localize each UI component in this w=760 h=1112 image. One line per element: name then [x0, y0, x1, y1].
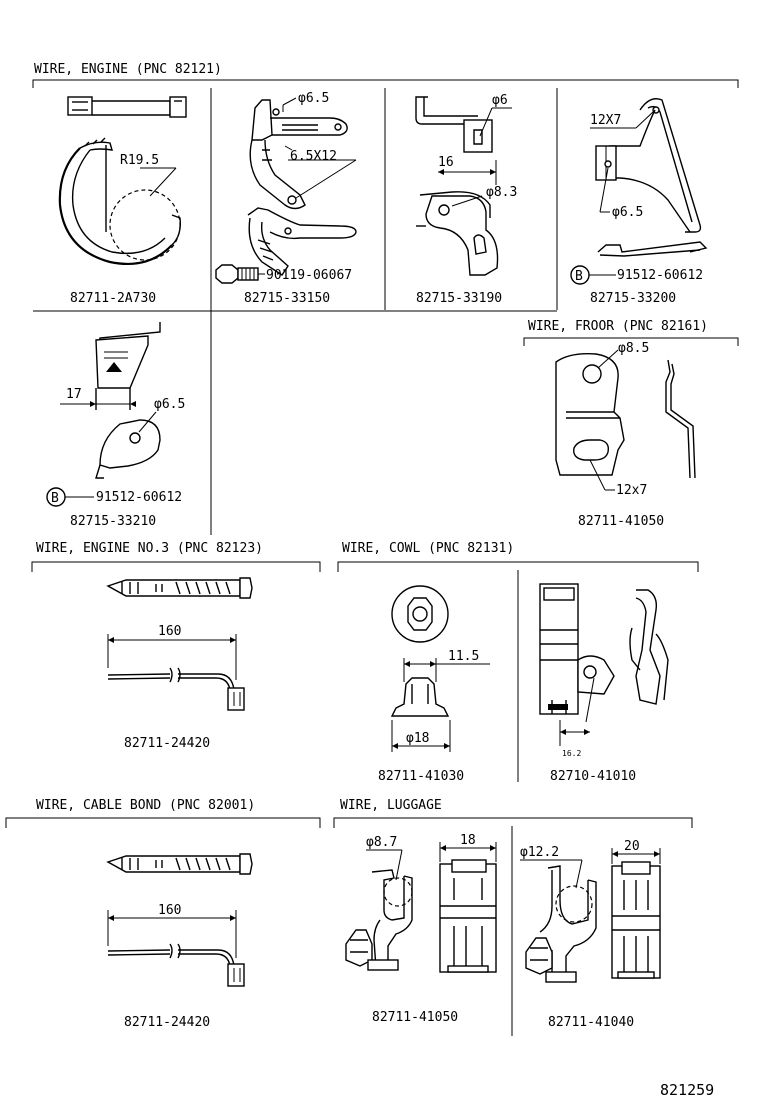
section-title-wire-cable-bond: WIRE, CABLE BOND (PNC 82001) — [36, 798, 255, 813]
part-82711-41030-drawing: 11.5 φ18 82711-41030 — [378, 585, 490, 784]
dim-r19-5: R19.5 — [120, 153, 159, 168]
part-82715-33200-drawing: 12X7 φ6.5 B 91512-60612 82715-33200 — [570, 98, 708, 306]
dim-18-b: 18 — [460, 833, 476, 848]
dim-11-5: 11.5 — [448, 649, 479, 664]
dim-phi-8-3: φ8.3 — [486, 185, 517, 200]
clip-letter-b-1: B — [575, 269, 583, 284]
dim-phi-6-5-b: φ6.5 — [612, 205, 643, 220]
part-number-82715-33150: 82715-33150 — [244, 291, 330, 306]
part-82715-33150-drawing: φ6.5 6.5X12 90119-06067 82715-33150 — [215, 91, 357, 306]
part-number-82711-24420-b: 82711-24420 — [124, 1015, 210, 1030]
part-82710-41010-drawing: 16.2 82710-41010 — [539, 583, 669, 784]
dim-phi-12-2: φ12.2 — [520, 845, 559, 860]
dim-phi-6-5-c: φ6.5 — [154, 397, 185, 412]
dim-20: 20 — [624, 839, 640, 854]
dim-12x7-a: 12X7 — [590, 113, 621, 128]
dim-phi-8-5: φ8.5 — [618, 341, 649, 356]
part-82711-41050-luggage-drawing: φ8.7 18 82711-41050 — [345, 833, 497, 1025]
part-number-82711-41050-floor: 82711-41050 — [578, 514, 664, 529]
part-82715-33190-drawing: φ6 16 φ8.3 82715-33190 — [415, 93, 517, 306]
part-number-82715-33210: 82715-33210 — [70, 514, 156, 529]
part-number-82711-24420-a: 82711-24420 — [124, 736, 210, 751]
bolt-90119-06067: 90119-06067 — [266, 268, 352, 283]
part-number-82711-41050-luggage: 82711-41050 — [372, 1010, 458, 1025]
part-number-82711-41030: 82711-41030 — [378, 769, 464, 784]
section-wire-cowl: WIRE, COWL (PNC 82131) — [337, 541, 699, 782]
clip-91512-60612-a: 91512-60612 — [617, 268, 703, 283]
section-title-wire-engine: WIRE, ENGINE (PNC 82121) — [34, 62, 222, 77]
dim-12x7-b: 12x7 — [616, 483, 647, 498]
section-wire-cable-bond: WIRE, CABLE BOND (PNC 82001) — [5, 798, 321, 828]
dim-phi-6: φ6 — [492, 93, 508, 108]
clip-91512-60612-b: 91512-60612 — [96, 490, 182, 505]
dim-16-2: 16.2 — [562, 749, 581, 758]
part-82711-24420-a-drawing: 160 82711-24420 — [106, 577, 253, 751]
dim-phi-8-7: φ8.7 — [366, 835, 397, 850]
part-82711-41050-floor-drawing: φ8.5 12x7 82711-41050 — [555, 341, 696, 529]
section-wire-floor: WIRE, FROOR (PNC 82161) — [523, 319, 739, 346]
part-number-82715-33200: 82715-33200 — [590, 291, 676, 306]
part-number-82715-33190: 82715-33190 — [416, 291, 502, 306]
section-wire-engine-3: WIRE, ENGINE NO.3 (PNC 82123) — [31, 541, 321, 572]
dim-6-5x12: 6.5X12 — [290, 149, 337, 164]
dim-160-a: 160 — [158, 624, 181, 639]
dim-phi-18-a: φ18 — [406, 731, 429, 746]
section-title-wire-engine-3: WIRE, ENGINE NO.3 (PNC 82123) — [36, 541, 263, 556]
section-wire-luggage: WIRE, LUGGAGE — [333, 798, 693, 1036]
part-number-82711-2A730: 82711-2A730 — [70, 291, 156, 306]
part-number-82711-41040: 82711-41040 — [548, 1015, 634, 1030]
dim-phi-6-5-a: φ6.5 — [298, 91, 329, 106]
part-number-82710-41010: 82710-41010 — [550, 769, 636, 784]
dim-17: 17 — [66, 387, 82, 402]
section-title-wire-floor: WIRE, FROOR (PNC 82161) — [528, 319, 708, 334]
dim-16: 16 — [438, 155, 454, 170]
section-title-wire-cowl: WIRE, COWL (PNC 82131) — [342, 541, 514, 556]
part-82715-33210-drawing: 17 φ6.5 B 91512-60612 82715-33210 — [46, 322, 185, 529]
clip-letter-b-2: B — [51, 491, 59, 506]
diagram-id: 821259 — [660, 1081, 714, 1099]
part-82711-41040-drawing: φ12.2 20 82711-41040 — [520, 839, 661, 1030]
part-82711-2A730-drawing: R19.5 82711-2A730 — [58, 96, 187, 306]
section-wire-engine: WIRE, ENGINE (PNC 82121) — [32, 62, 739, 535]
dim-160-b: 160 — [158, 903, 181, 918]
section-title-wire-luggage: WIRE, LUGGAGE — [340, 798, 442, 813]
part-82711-24420-b-drawing: 160 82711-24420 — [106, 853, 253, 1030]
